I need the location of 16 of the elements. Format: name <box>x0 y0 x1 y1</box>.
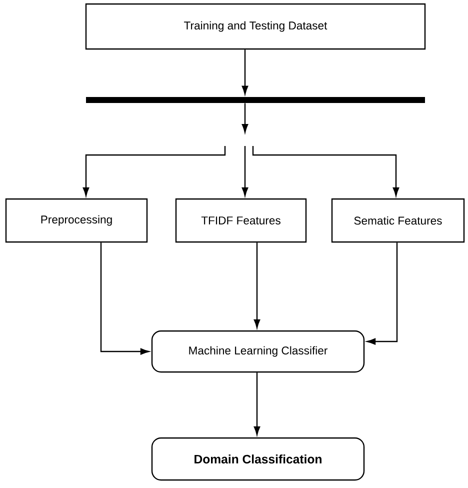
arrow <box>254 242 260 328</box>
arrow <box>242 103 248 133</box>
process-box: Sematic Features <box>331 198 465 243</box>
arrow <box>366 242 398 345</box>
arrow <box>254 372 260 436</box>
arrow <box>82 146 226 196</box>
arrow <box>242 146 248 196</box>
fork-bar <box>86 97 425 103</box>
process-box: Preprocessing <box>5 198 148 243</box>
process-box: TFIDF Features <box>175 198 307 243</box>
arrow <box>100 242 150 355</box>
arrow <box>252 146 400 196</box>
process-box: Training and Testing Dataset <box>85 3 426 50</box>
rounded-box: Domain Classification <box>151 437 365 481</box>
arrow <box>242 50 248 95</box>
rounded-box: Machine Learning Classifier <box>151 330 365 373</box>
